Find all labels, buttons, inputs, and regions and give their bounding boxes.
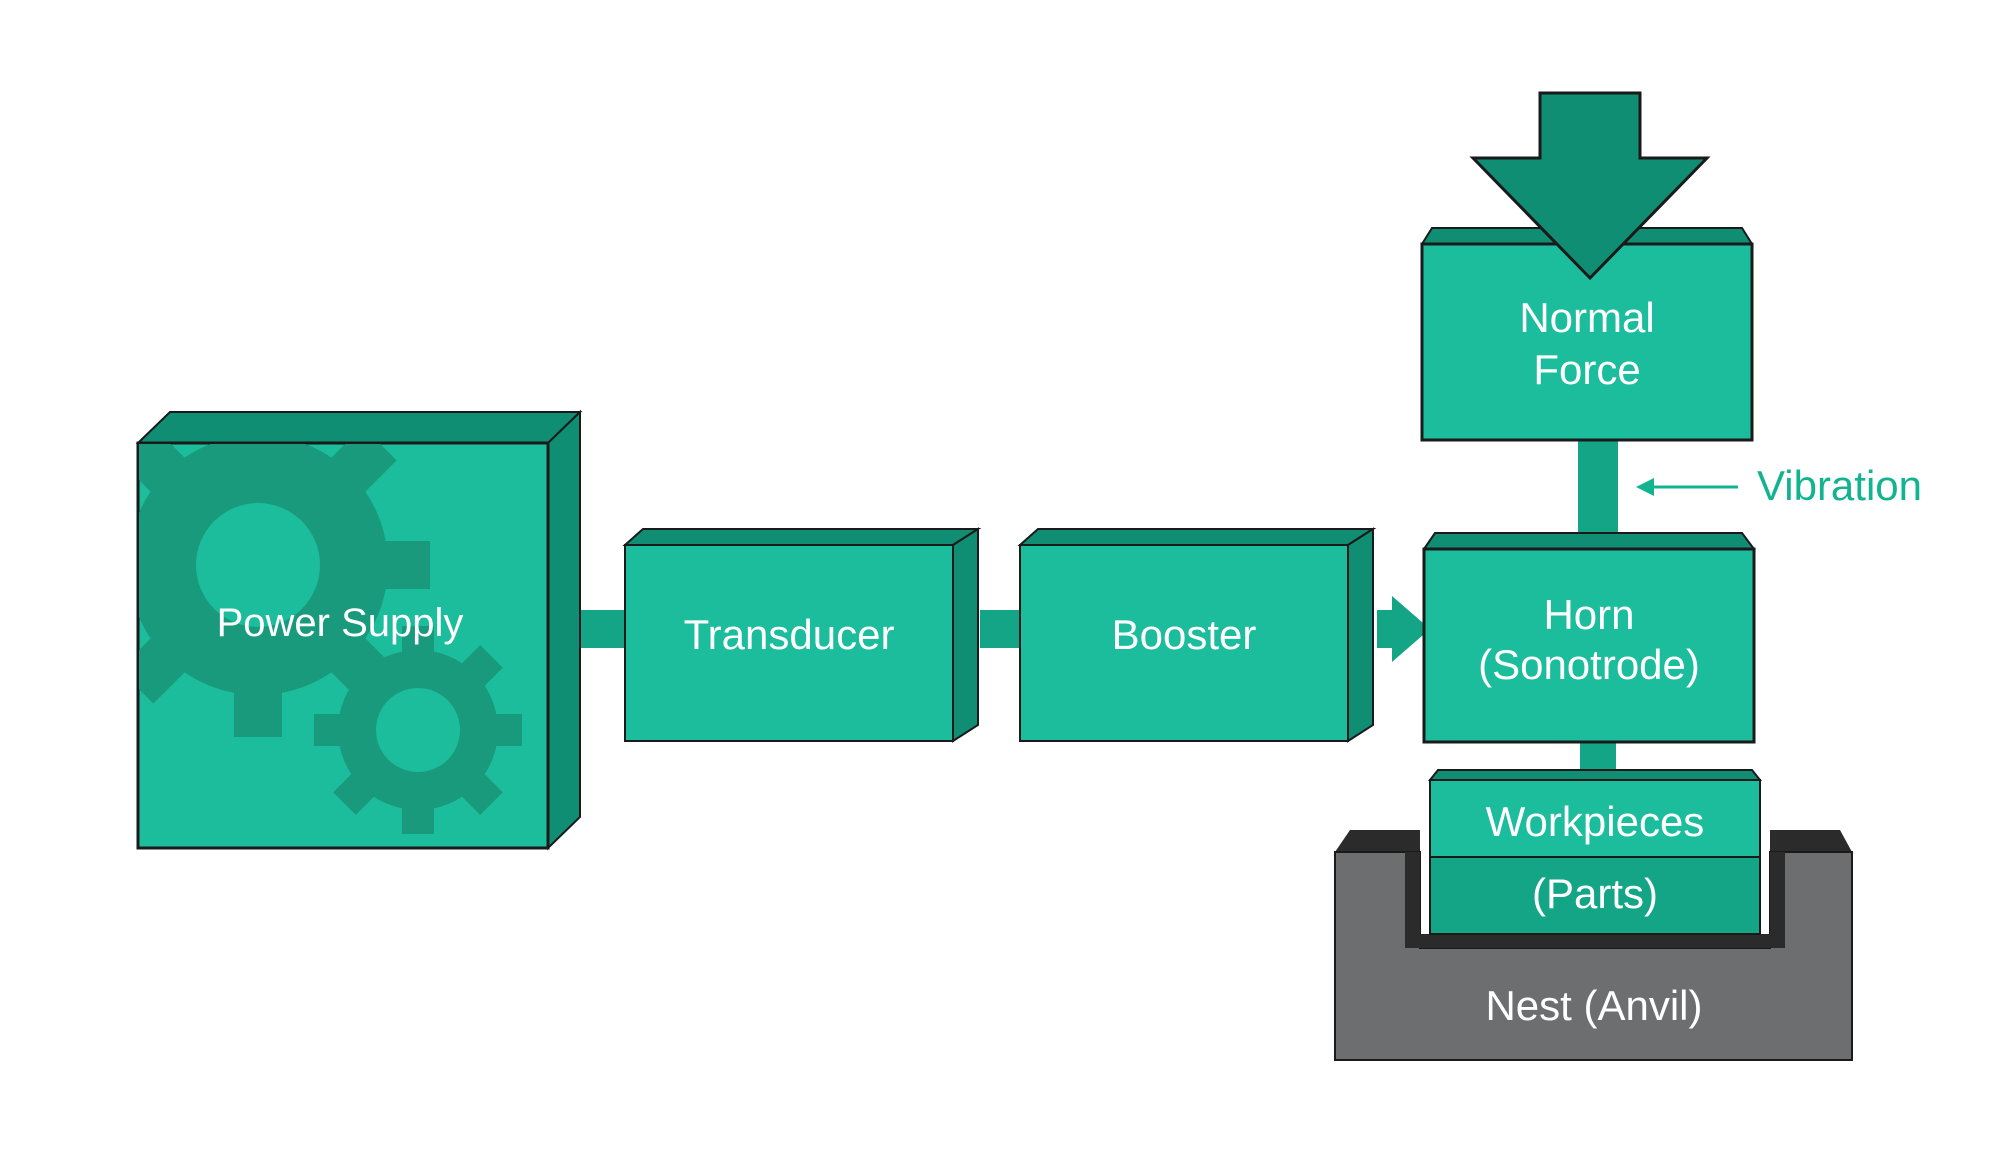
small-gear-icon — [314, 626, 522, 834]
nest-anvil: Nest (Anvil) — [1334, 830, 1853, 1061]
transducer-side-face — [952, 527, 979, 743]
nest-top-rim — [1335, 830, 1852, 852]
workpieces-upper-layer — [1429, 779, 1761, 858]
booster-box: Booster — [1017, 527, 1377, 743]
horn-top-face — [1422, 532, 1756, 550]
power-supply-top-face — [135, 411, 583, 444]
transducer-top-face — [622, 528, 982, 546]
arrow-booster-to-horn — [1377, 596, 1430, 662]
horn-label-line2: (Sonotrode) — [1478, 641, 1700, 688]
booster-label: Booster — [1112, 611, 1257, 658]
workpieces-label-line2: (Parts) — [1532, 870, 1658, 917]
horn-label-line1: Horn — [1543, 591, 1634, 638]
left-arrow-icon — [1636, 478, 1738, 496]
normal-force-label-line1: Normal — [1519, 294, 1654, 341]
workpieces-lower-layer — [1429, 856, 1761, 935]
large-gear-icon — [139, 444, 430, 737]
normal-force-label-line2: Force — [1533, 346, 1640, 393]
vibration-label: Vibration — [1757, 462, 1922, 509]
down-arrow-icon — [1469, 91, 1711, 281]
power-supply-side-face — [547, 409, 581, 851]
connector-power-to-transducer — [578, 610, 628, 648]
booster-front-face — [1019, 544, 1349, 742]
power-supply-label: Power Supply — [217, 601, 464, 645]
horn-front-face — [1422, 547, 1756, 744]
nest-cavity-liner — [1405, 852, 1785, 948]
workpieces-top-face — [1427, 769, 1763, 781]
vibration-indicator: Vibration — [1636, 462, 1922, 509]
connector-force-to-horn — [1578, 440, 1618, 535]
nest-label: Nest (Anvil) — [1485, 982, 1702, 1029]
booster-side-face — [1347, 527, 1374, 743]
workpieces-box: Workpieces (Parts) — [1427, 769, 1763, 935]
horn-box: Horn (Sonotrode) — [1422, 532, 1756, 744]
booster-top-face — [1017, 528, 1377, 546]
normal-force-box: Normal Force — [1420, 227, 1754, 442]
power-supply-box: Power Supply — [135, 409, 583, 851]
connector-horn-to-workpieces — [1580, 742, 1616, 770]
transducer-box: Transducer — [622, 527, 982, 743]
workpieces-label-line1: Workpieces — [1486, 798, 1705, 845]
transducer-front-face — [624, 544, 954, 742]
transducer-label: Transducer — [684, 611, 895, 658]
